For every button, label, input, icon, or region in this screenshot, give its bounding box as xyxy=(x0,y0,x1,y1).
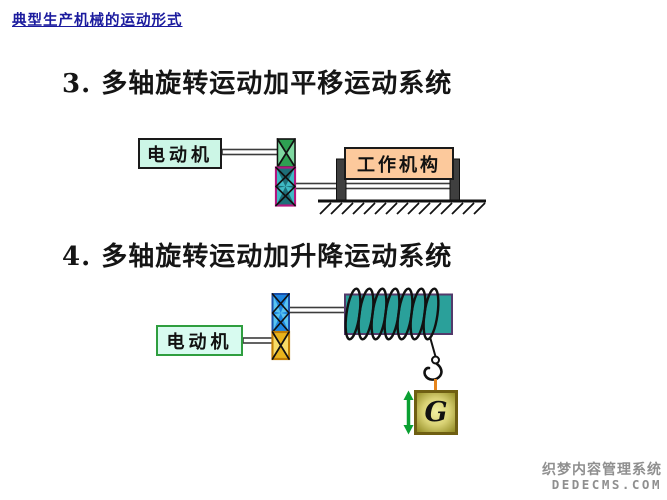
drum-shaft xyxy=(288,306,347,314)
updown-arrow-icon xyxy=(403,390,414,435)
gear-green-icon xyxy=(276,138,296,168)
page-header-title: 典型生产机械的运动形式 xyxy=(12,12,183,29)
watermark-line1: 织梦内容管理系统 xyxy=(542,461,662,478)
section4-heading: 4. 多轴旋转运动加升降运动系统 xyxy=(62,242,453,272)
gear-teal-icon xyxy=(274,166,297,207)
weight-label: G xyxy=(424,397,448,428)
watermark-line2: DEDECMS.COM xyxy=(551,476,662,492)
rope-coil xyxy=(344,287,440,341)
section3-heading: 3. 多轴旋转运动加平移运动系统 xyxy=(62,69,453,99)
work-mechanism-box: 工作机构 xyxy=(344,147,454,180)
gear-gold-icon xyxy=(271,330,291,361)
motor2-label: 电动机 xyxy=(166,331,233,353)
motor1-label: 电动机 xyxy=(147,144,213,166)
weight-box: G xyxy=(414,390,458,435)
motor2-shaft xyxy=(242,337,274,344)
motor1-shaft xyxy=(221,148,280,156)
hook-icon xyxy=(423,362,443,381)
ground-hatching xyxy=(318,199,486,215)
diagram-rotary-translation xyxy=(221,138,486,215)
lead-screw-shaft xyxy=(294,182,457,190)
work-mechanism-label: 工作机构 xyxy=(357,154,441,176)
gear-blue-icon xyxy=(271,293,290,333)
watermark: 织梦内容管理系统 DEDECMS.COM xyxy=(542,462,662,492)
rope-ring-icon xyxy=(431,355,440,365)
motor-box-2: 电动机 xyxy=(156,325,243,356)
diagram-rotary-lift xyxy=(242,287,453,435)
motor-box-1: 电动机 xyxy=(138,138,222,169)
hanging-rope xyxy=(429,336,437,357)
